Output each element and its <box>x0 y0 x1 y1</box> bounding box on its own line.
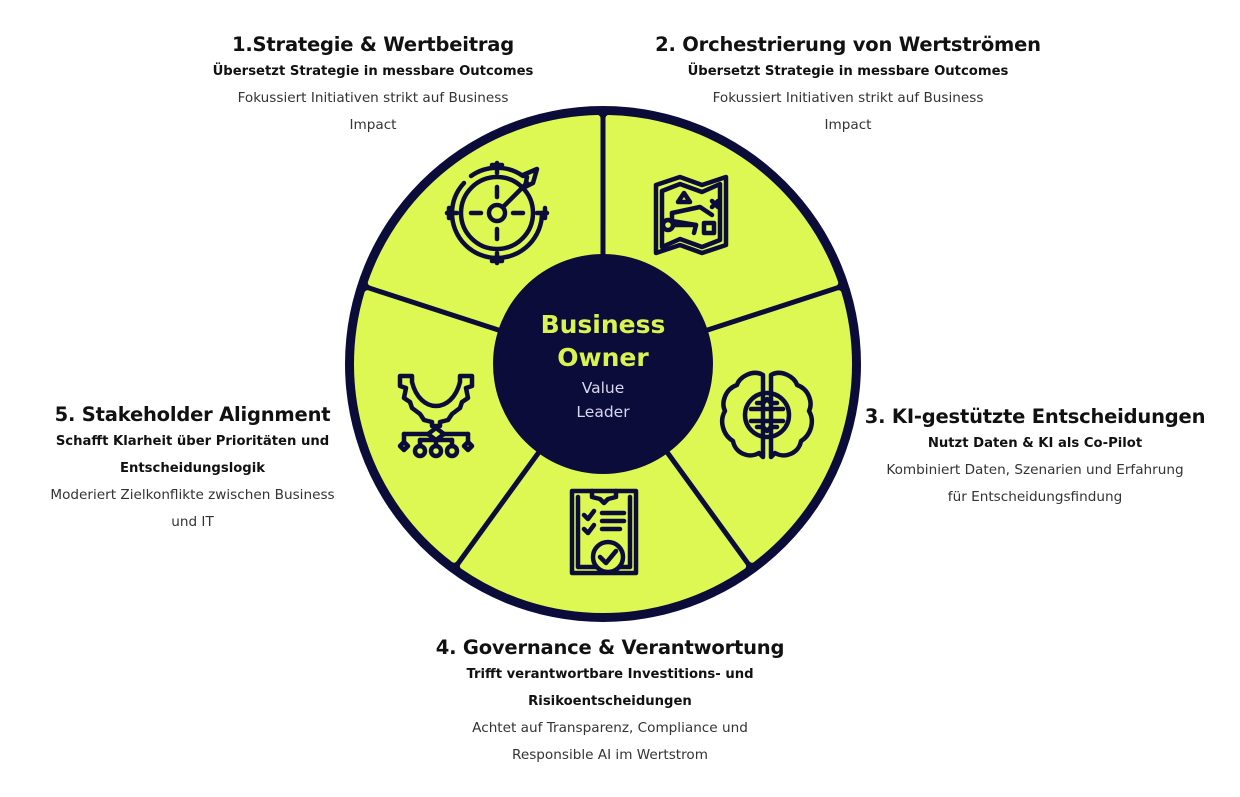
segment-subtitle: Übersetzt Strategie in messbare Outcomes <box>687 64 1009 79</box>
segment-description-line: Fokussiert Initiativen strikt auf Busine… <box>237 90 509 106</box>
segment-description-line: Achtet auf Transparenz, Compliance und <box>472 720 748 736</box>
segment-title: 2. Orchestrierung von Wertströmen <box>655 33 1041 56</box>
segment-5-text: 5. Stakeholder Alignment Schafft Klarhei… <box>20 403 365 536</box>
segment-description-line: Responsible AI im Wertstrom <box>512 747 708 763</box>
center-label: Business Owner Value Leader <box>493 308 713 422</box>
segment-subtitle: Risikoentscheidungen <box>528 694 692 709</box>
segment-title: 3. KI-gestützte Entscheidungen <box>864 405 1206 428</box>
segment-1-text: 1.Strategie & Wertbeitrag Übersetzt Stra… <box>183 33 563 139</box>
segment-description-line: für Entscheidungsfindung <box>947 489 1123 505</box>
target-arrow-icon <box>444 160 550 266</box>
segment-subtitle: Entscheidungslogik <box>119 461 266 476</box>
center-title-line1: Business <box>540 310 666 339</box>
gear-network-icon <box>397 373 475 459</box>
segment-description-line: Impact <box>824 117 872 133</box>
brain-circuit-icon <box>720 370 814 460</box>
segment-description-line: Impact <box>349 117 397 133</box>
segment-title: 4. Governance & Verantwortung <box>435 636 785 659</box>
segment-description-line: Moderiert Zielkonflikte zwischen Busines… <box>50 487 335 503</box>
center-subtitle-line1: Value <box>581 379 625 397</box>
center-subtitle-line2: Leader <box>576 403 630 421</box>
segment-subtitle: Übersetzt Strategie in messbare Outcomes <box>212 64 534 79</box>
center-circle <box>493 254 713 474</box>
segment-description-line: Kombiniert Daten, Szenarien und Erfahrun… <box>886 462 1184 478</box>
center-title-line2: Owner <box>557 343 649 372</box>
segment-description-line: und IT <box>171 514 214 530</box>
segment-description-line: Fokussiert Initiativen strikt auf Busine… <box>712 90 984 106</box>
segment-title: 5. Stakeholder Alignment <box>54 403 331 426</box>
segment-3-text: 3. KI-gestützte Entscheidungen Nutzt Dat… <box>860 405 1210 511</box>
segment-subtitle: Schafft Klarheit über Prioritäten und <box>55 434 330 449</box>
segment-subtitle: Trifft verantwortbare Investitions- und <box>466 667 754 682</box>
segment-2-text: 2. Orchestrierung von Wertströmen Überse… <box>648 33 1048 139</box>
clipboard-check-icon <box>569 488 639 576</box>
treasure-map-icon <box>653 174 729 256</box>
segment-subtitle: Nutzt Daten & KI als Co-Pilot <box>927 436 1143 451</box>
segment-title: 1.Strategie & Wertbeitrag <box>231 33 515 56</box>
segment-4-text: 4. Governance & Verantwortung Trifft ver… <box>420 636 800 769</box>
